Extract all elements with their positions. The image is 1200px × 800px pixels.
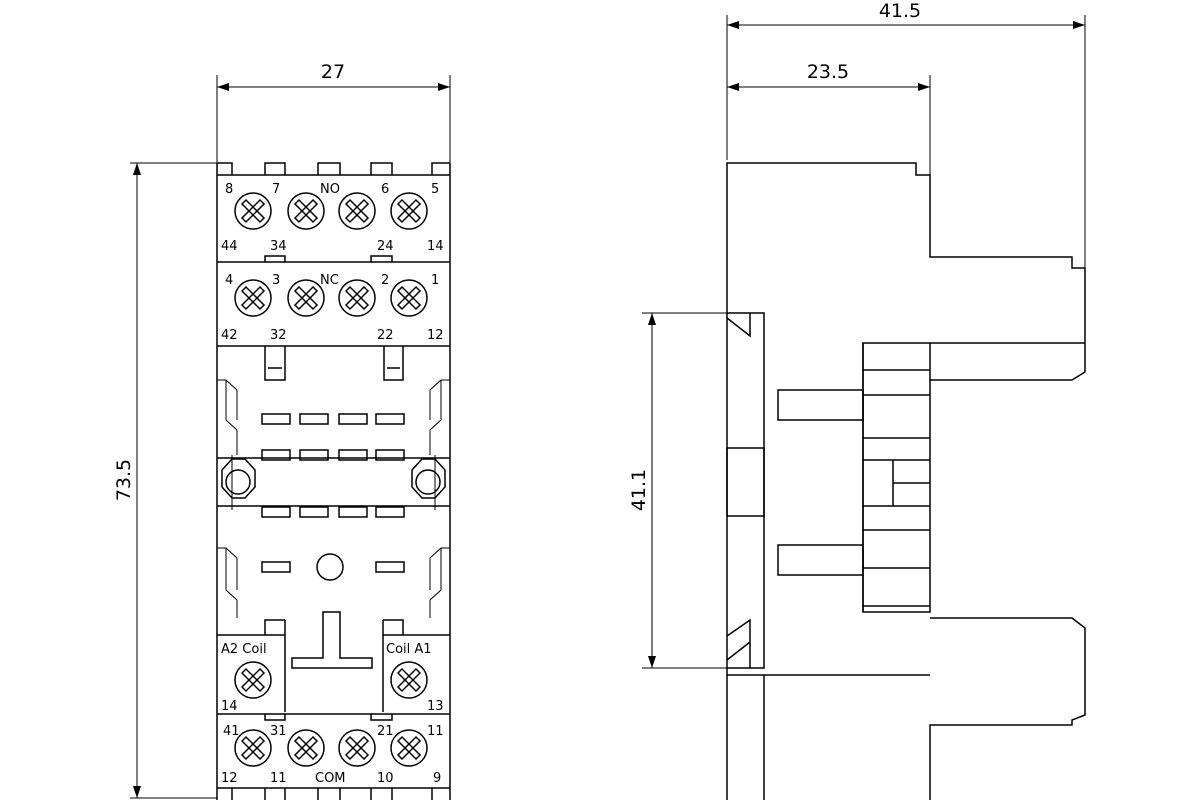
contact-slot [375,561,405,573]
terminal-label: NC [320,273,339,288]
terminal-label: 7 [272,182,280,197]
dimension-partial-depth-label: 23.5 [807,61,849,83]
terminal-label: 42 [221,328,238,343]
terminal-row-nc: 4 3 NC 2 1 42 32 22 12 [221,273,444,343]
screw-icon [234,661,272,699]
coil-section: A2 Coil 14 Coil A1 13 [217,611,450,721]
terminal-label: 24 [377,239,394,254]
contact-slot [338,413,368,425]
dimension-rail-height: 41.1 [628,312,727,669]
screw-icon [390,661,428,699]
terminal-label: 12 [221,771,238,786]
coil-right-number: 13 [427,699,444,714]
terminal-label: 1 [431,273,439,288]
contact-slot [338,506,368,518]
terminal-label: 32 [270,328,287,343]
dimension-height-label: 73.5 [113,459,135,501]
dimension-width-label: 27 [321,61,345,83]
screw-icon [287,729,325,767]
terminal-label: 8 [225,182,233,197]
screw-icon [234,192,272,230]
terminal-label: 21 [377,724,394,739]
contact-slot [375,506,405,518]
contact-slot [261,449,291,461]
screw-icon [390,279,428,317]
screw-icon [287,279,325,317]
dimension-total-depth-label: 41.5 [879,0,921,22]
screw-icon [390,729,428,767]
terminal-label: 12 [427,328,444,343]
socket-center [217,346,450,618]
dimension-rail-height-label: 41.1 [628,469,650,511]
terminal-label: 22 [377,328,394,343]
screw-icon [234,729,272,767]
contact-slot [338,449,368,461]
contact-slot [261,506,291,518]
side-profile [726,162,1086,800]
dimension-total-depth: 41.5 [726,0,1086,340]
terminal-label: 4 [225,273,233,288]
terminal-label: 11 [427,724,444,739]
coil-left-label: A2 Coil [221,642,267,657]
front-view: 27 73.5 8 7 NO 6 5 [113,61,451,800]
terminal-label: 31 [270,724,287,739]
contact-slot [299,506,329,518]
terminal-row-com: 41 31 21 11 12 11 COM 10 9 [221,724,444,786]
terminal-label: 14 [427,239,444,254]
terminal-label: 3 [272,273,280,288]
terminal-label: NO [320,182,340,197]
contact-slot [375,449,405,461]
contact-slot [375,413,405,425]
dimension-width: 27 [216,61,451,162]
screw-icon [390,192,428,230]
terminal-label: 9 [433,771,441,786]
screw-icon [338,729,376,767]
terminal-label: 44 [221,239,238,254]
terminal-label: 10 [377,771,394,786]
socket-body [216,162,451,800]
terminal-label: 34 [270,239,287,254]
terminal-label: 5 [431,182,439,197]
terminal-label: 41 [223,724,240,739]
terminal-label: 6 [381,182,389,197]
screw-icon [338,279,376,317]
screw-terminals [234,192,428,767]
contact-slot [261,561,291,573]
dimension-partial-depth: 23.5 [727,61,931,175]
coil-right-label: Coil A1 [386,642,432,657]
dimension-height: 73.5 [113,162,217,799]
screw-icon [234,279,272,317]
terminal-row-no: 8 7 NO 6 5 44 34 24 14 [221,182,444,254]
screw-icon [338,192,376,230]
contact-slot [299,413,329,425]
terminal-label: 11 [270,771,287,786]
side-view: 41.5 23.5 41.1 [628,0,1086,800]
screw-icon [287,192,325,230]
terminal-label: 2 [381,273,389,288]
coil-left-number: 14 [221,699,238,714]
terminal-label: COM [315,771,346,786]
contact-slot [261,413,291,425]
contact-slots [261,413,405,573]
contact-slot [299,449,329,461]
